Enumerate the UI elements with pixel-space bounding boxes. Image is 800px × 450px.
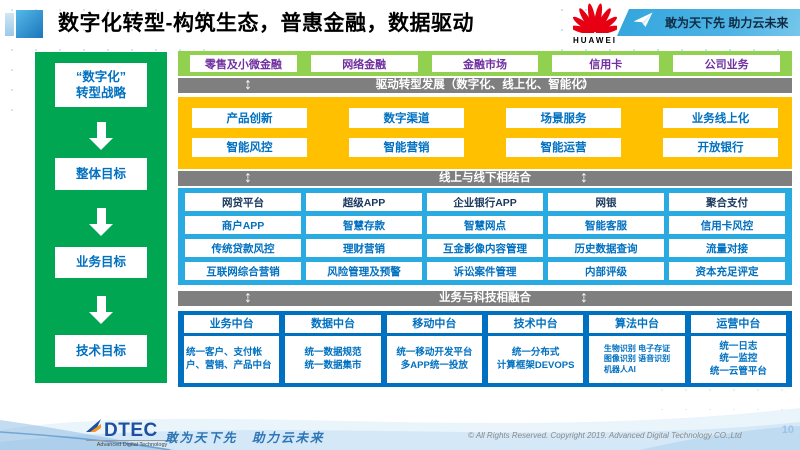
platform-title: 移动中台 [386,315,482,333]
adtec-logo: DTEC Advanced Digital Technology [86,419,196,448]
page-number: 10 [781,424,794,436]
application-box: 智能客服 [548,216,664,234]
page-title: 数字化转型-构筑生态，普惠金融，数据驱动 [58,12,474,35]
application-box: 互联网综合营销 [185,262,301,280]
huawei-flower-icon [570,3,620,37]
up-down-arrow-icon: ↕ [580,76,588,93]
platform-description: 统一客户、支付帐户、营销、产品中台 [184,336,280,383]
platform-description: 统一移动开发平台 多APP统一投放 [386,336,482,383]
title-accent-square [16,10,43,38]
business-line-box: 零售及小微金融 [190,55,297,72]
sidebar-item-business-goal: 业务目标 [55,247,147,278]
application-box: 历史数据查询 [548,239,664,257]
application-box: 聚合支付 [669,193,785,211]
up-down-arrow-icon: ↕ [244,76,252,93]
up-down-arrow-icon: ↕ [244,289,252,306]
application-box: 风险管理及预警 [306,262,422,280]
platform-title: 技术中台 [488,315,584,333]
capability-box: 产品创新 [192,108,307,128]
strategy-sidebar: “数字化” 转型战略 整体目标 业务目标 技术目标 [35,52,167,383]
copyright-text: © All Rights Reserved. Copyright 2019. A… [468,431,742,440]
application-box: 传统贷款风控 [185,239,301,257]
application-box: 商户APP [185,216,301,234]
platform-column-algorithm: 算法中台 生物识别 电子存证 图像识别 语音识别 机器人AI [589,315,685,383]
sidebar-item-overall-goal: 整体目标 [55,158,147,190]
platform-column-mobile: 移动中台 统一移动开发平台 多APP统一投放 [386,315,482,383]
business-line-box: 金融市场 [431,55,539,72]
application-box: 信用卡风控 [669,216,785,234]
application-box: 网银 [548,193,664,211]
adtec-wordmark: DTEC [104,420,158,441]
platform-description: 生物识别 电子存证 图像识别 语音识别 机器人AI [589,336,685,383]
platform-band: 业务中台 统一客户、支付帐户、营销、产品中台 数据中台 统一数据规范 统一数据集… [178,311,792,387]
divider-bar-tech-fusion: 业务与科技相融合 [178,291,792,306]
footer-slogan: 敢为天下先 助力云未来 [165,431,325,445]
divider-bar-online-offline: 线上与线下相结合 [178,171,792,186]
platform-title: 业务中台 [184,315,280,333]
business-line-box: 网络金融 [310,55,418,72]
down-arrow-icon [35,296,167,324]
capability-band: 产品创新 数字渠道 场景服务 业务线上化 智能风控 智能营销 智能运营 开放银行 [178,97,792,169]
platform-title: 数据中台 [285,315,381,333]
platform-title: 运营中台 [690,315,786,333]
up-down-arrow-icon: ↕ [580,169,588,186]
sidebar-item-digital-strategy: “数字化” 转型战略 [55,63,147,107]
application-box: 流量对接 [669,239,785,257]
divider-bar-drive: 驱动转型发展（数字化、线上化、智能化） [178,78,792,93]
application-box: 网贷平台 [185,193,301,211]
platform-description: 统一分布式 计算框架DEVOPS [488,336,584,383]
platform-description: 统一数据规范 统一数据集市 [285,336,381,383]
up-down-arrow-icon: ↕ [244,169,252,186]
capability-box: 智能营销 [349,137,464,157]
capability-box: 开放银行 [663,137,778,157]
capability-box: 场景服务 [506,108,621,128]
adtec-arrow-icon [86,419,103,439]
slogan-banner: 敢为天下先 助力云未来 [617,9,800,36]
business-lines-band: 零售及小微金融 网络金融 金融市场 信用卡 公司业务 [178,51,792,76]
platform-title: 算法中台 [589,315,685,333]
application-box: 企业银行APP [427,193,543,211]
platform-column-operation: 运营中台 统一日志 统一监控 统一云管平台 [690,315,786,383]
application-box: 互金影像内容管理 [427,239,543,257]
adtec-logo-subtext: Advanced Digital Technology [86,440,178,448]
up-down-arrow-icon: ↕ [580,289,588,306]
application-box: 理财营销 [306,239,422,257]
capability-box: 智能风控 [192,137,307,157]
application-box: 超级APP [306,193,422,211]
business-line-box: 公司业务 [673,55,780,72]
application-box: 诉讼案件管理 [427,262,543,280]
banner-slogan-text: 敢为天下先 助力云未来 [665,16,789,30]
capability-box: 数字渠道 [349,108,464,128]
platform-column-tech: 技术中台 统一分布式 计算框架DEVOPS [488,315,584,383]
sidebar-item-tech-goal: 技术目标 [55,335,147,367]
huawei-logo: HUAWEI [570,3,620,45]
capability-box: 业务线上化 [663,108,778,128]
application-box: 智慧存款 [306,216,422,234]
application-box: 智慧网点 [427,216,543,234]
business-line-box: 信用卡 [552,55,660,72]
platform-description: 统一日志 统一监控 统一云管平台 [690,336,786,383]
application-band: 网贷平台 超级APP 企业银行APP 网银 聚合支付 商户APP 智慧存款 智慧… [178,188,792,285]
title-accent-square [5,13,14,36]
application-box: 内部评级 [548,262,664,280]
platform-column-data: 数据中台 统一数据规范 统一数据集市 [285,315,381,383]
capability-box: 智能运营 [506,137,621,157]
down-arrow-icon [35,208,167,236]
down-arrow-icon [35,122,167,150]
paper-plane-icon [633,12,653,33]
application-box: 资本充足评定 [669,262,785,280]
platform-column-business: 业务中台 统一客户、支付帐户、营销、产品中台 [184,315,280,383]
huawei-wordmark: HUAWEI [573,36,617,45]
